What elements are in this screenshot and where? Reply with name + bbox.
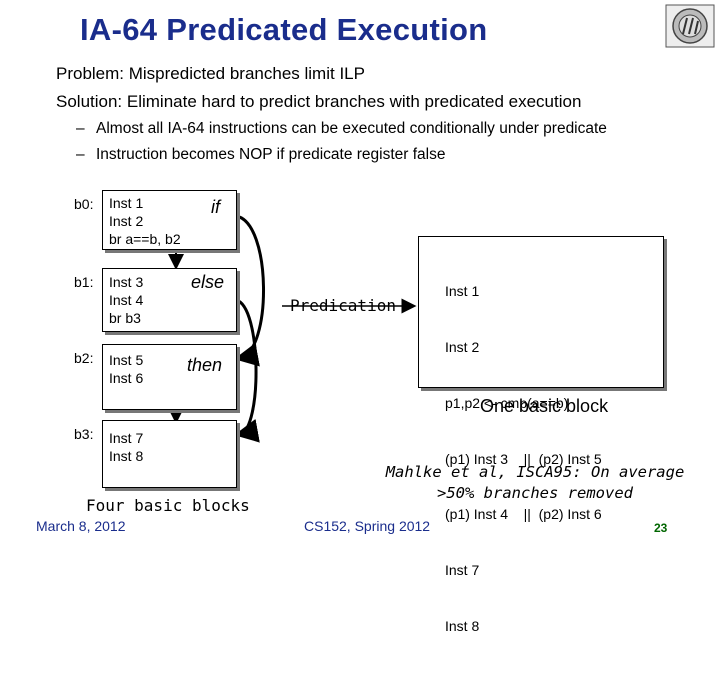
bullet-1-text: Almost all IA-64 instructions can be exe… <box>96 120 607 137</box>
block-b0: Inst 1 Inst 2 br a==b, b2 if <box>102 190 237 250</box>
bullet-marker: – <box>76 146 85 163</box>
arrow-b0-to-b2 <box>234 214 265 367</box>
block-b3: Inst 7 Inst 8 <box>102 420 237 488</box>
predicated-inst: p1,p2 <- cmp(a==b) <box>445 394 569 411</box>
block-b2-label: b2: <box>74 350 94 366</box>
block-b0-inst: Inst 2 <box>109 213 144 229</box>
keyword-then: then <box>187 355 223 375</box>
footer-date: March 8, 2012 <box>36 518 126 534</box>
keyword-if: if <box>211 197 220 217</box>
bullet-2-text: Instruction becomes NOP if predicate reg… <box>96 146 446 163</box>
bullet-2: –Instruction becomes NOP if predicate re… <box>76 146 445 164</box>
bullet-marker: – <box>76 120 85 137</box>
predicated-inst: (p1) Inst 4 || (p2) Inst 6 <box>445 506 602 523</box>
block-b2: Inst 5 Inst 6 then <box>102 344 237 410</box>
citation-line-1: Mahlke et al, ISCA95: On average <box>385 463 685 481</box>
arrow-b1-to-b3 <box>234 298 260 443</box>
block-b2-inst: Inst 5 <box>109 352 144 368</box>
block-b2-inst: Inst 6 <box>109 370 144 386</box>
block-b3-label: b3: <box>74 426 94 442</box>
block-b1-label: b1: <box>74 274 94 290</box>
predicated-block: Inst 1 Inst 2 p1,p2 <- cmp(a==b) (p1) In… <box>418 236 664 634</box>
slide-title: IA-64 Predicated Execution <box>80 12 488 47</box>
block-b0-inst: Inst 1 <box>109 195 144 211</box>
predicated-inst: (p1) Inst 3 || (p2) Inst 5 <box>445 450 602 467</box>
four-blocks-caption: Four basic blocks <box>86 496 250 515</box>
bullet-1: –Almost all IA-64 instructions can be ex… <box>76 120 607 138</box>
control-flow-arrows <box>168 214 417 443</box>
predicated-inst: Inst 1 <box>445 283 480 300</box>
block-b1: Inst 3 Inst 4 br b3 else <box>102 268 237 332</box>
block-b1-inst: br b3 <box>109 310 141 326</box>
predication-label: Predication <box>290 296 396 315</box>
predicated-inst: Inst 8 <box>445 617 480 634</box>
block-b1-inst: Inst 3 <box>109 274 144 290</box>
citation-line-2: >50% branches removed <box>437 484 633 502</box>
one-block-caption: One basic block <box>480 396 609 416</box>
problem-text: Problem: Mispredicted branches limit ILP <box>56 64 365 83</box>
university-seal-icon <box>665 4 715 48</box>
footer-course: CS152, Spring 2012 <box>304 518 431 534</box>
block-b0-inst: br a==b, b2 <box>109 231 181 247</box>
keyword-else: else <box>191 272 225 292</box>
predicated-inst: Inst 7 <box>445 562 480 579</box>
block-b1-inst: Inst 4 <box>109 292 144 308</box>
predicated-inst: Inst 2 <box>445 338 480 355</box>
citation: Mahlke et al, ISCA95: On average >50% br… <box>370 462 700 504</box>
block-b0-label: b0: <box>74 196 94 212</box>
solution-text: Solution: Eliminate hard to predict bran… <box>56 92 582 111</box>
block-b3-inst: Inst 7 <box>109 430 144 446</box>
block-b3-inst: Inst 8 <box>109 448 144 464</box>
page-number: 23 <box>654 521 668 535</box>
